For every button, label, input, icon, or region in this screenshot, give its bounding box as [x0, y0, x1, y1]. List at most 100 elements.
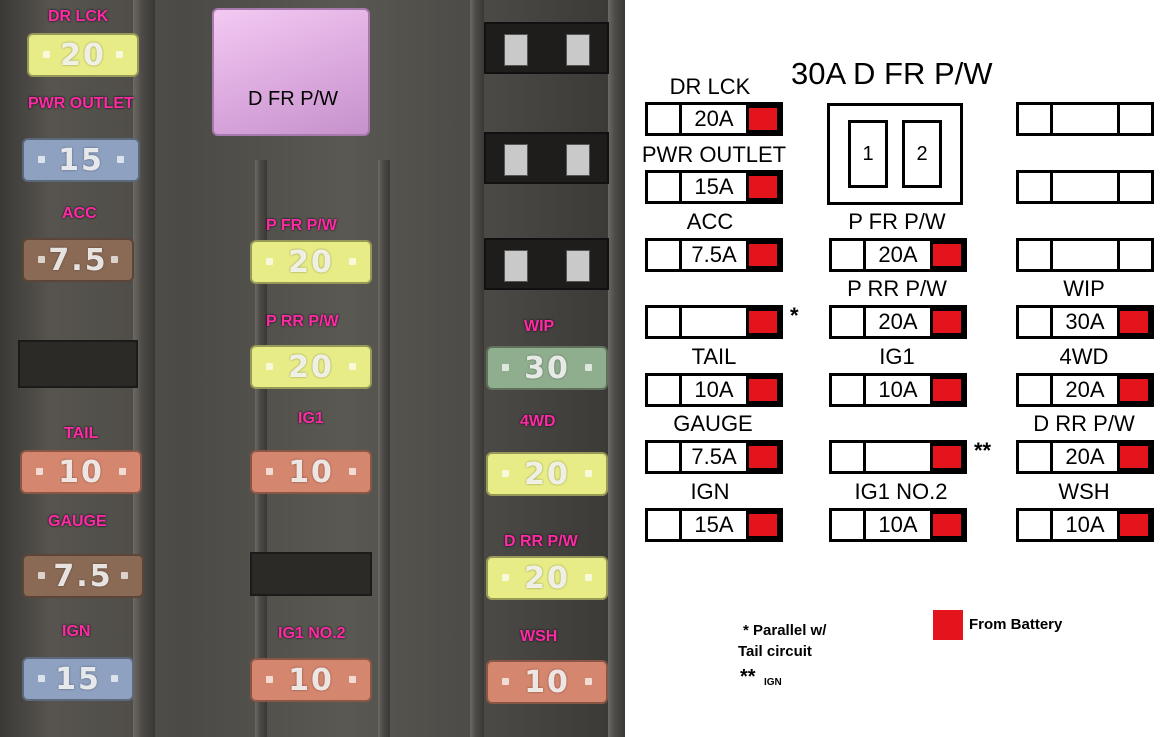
diagram-fuse-rating [866, 443, 930, 471]
diagram-title: 30A D FR P/W [791, 56, 993, 91]
diagram-fuse-label: IGN [690, 479, 730, 504]
battery-feed-marker [930, 308, 964, 336]
diagram-fuse-rating: 15A [694, 512, 734, 537]
fuse-terminal [1117, 173, 1151, 201]
photo-fuse-label-dr-lck: DR LCK [48, 8, 109, 25]
photo-fuse-label-d-rr-pw: D RR P/W [504, 533, 578, 550]
battery-feed-marker [746, 511, 780, 539]
diagram-fuse-slot: 20A [829, 305, 967, 339]
relay-socket: 1 2 [827, 103, 963, 205]
diagram-fuse-slot [1016, 102, 1154, 136]
photo-fuse-acc: 7.5 [22, 238, 134, 282]
fuse-terminal [1019, 376, 1053, 404]
note-tail-circuit: Tail circuit [738, 643, 812, 660]
photo-fuse-ign: 15 [22, 657, 134, 701]
fuse-terminal [832, 443, 866, 471]
note-double-star: ** [740, 666, 756, 688]
photo-fuse-gauge: 7.5 [22, 554, 144, 598]
diagram-fuse-label: DR LCK [669, 74, 751, 99]
diagram-fuse-slot: 20A [829, 238, 967, 272]
battery-feed-marker [930, 443, 964, 471]
photo-fuse-rating: 7.5 [48, 242, 108, 278]
photo-fuse-rating: 10 [58, 454, 104, 490]
fuse-terminal [832, 241, 866, 269]
diagram-fuse-slot: 20A [645, 102, 783, 136]
photo-fuse-label-pwr-outlet: PWR OUTLET [28, 95, 134, 112]
fuse-terminal [1117, 105, 1151, 133]
fuse-terminal [1019, 308, 1053, 336]
photo-fuse-rating: 30 [524, 350, 570, 386]
diagram-fuse-slot: 15A [645, 170, 783, 204]
fuse-terminal [1019, 105, 1053, 133]
fuse-box-rail [608, 0, 625, 737]
photo-fuse-rating: 20 [60, 37, 106, 73]
photo-fuse-label-gauge: GAUGE [48, 513, 107, 530]
diagram-fuse-slot [645, 305, 783, 339]
photo-fuse-rating: 15 [58, 142, 104, 178]
d-fr-pw-relay [212, 8, 370, 136]
fuse-terminal [648, 105, 682, 133]
fuse-terminal [648, 308, 682, 336]
diagram-fuse-label: ACC [686, 209, 734, 234]
photo-fuse-p-fr-pw: 20 [250, 240, 372, 284]
diagram-fuse-label: PWR OUTLET [641, 142, 787, 167]
diagram-fuse-rating: 10A [878, 512, 918, 537]
diagram-fuse-rating: 7.5A [691, 444, 737, 469]
battery-feed-marker [746, 308, 780, 336]
diagram-fuse-label: IG1 NO.2 [854, 479, 948, 504]
battery-feed-marker [746, 443, 780, 471]
diagram-fuse-slot: 20A [1016, 440, 1154, 474]
footnote-mark: ** [974, 438, 992, 463]
diagram-fuse-rating: 20A [878, 309, 918, 334]
fuse-box-rail [133, 0, 155, 737]
diagram-fuse-slot: 10A [645, 373, 783, 407]
battery-feed-marker [1117, 443, 1151, 471]
photo-fuse-rating: 15 [55, 661, 101, 697]
battery-feed-marker [746, 241, 780, 269]
photo-fuse-label-ig1-no2: IG1 NO.2 [278, 625, 346, 642]
battery-feed-marker [1117, 511, 1151, 539]
fuse-terminal [1019, 511, 1053, 539]
photo-fuse-wsh: 10 [486, 660, 608, 704]
photo-fuse-ig1-no2: 10 [250, 658, 372, 702]
diagram-fuse-slot: 10A [829, 508, 967, 542]
photo-fuse-rating: 10 [288, 662, 334, 698]
diagram-fuse-rating: 10A [1065, 512, 1105, 537]
relay-label: D FR P/W [248, 88, 338, 110]
footnote-mark: * [790, 303, 799, 328]
photo-fuse-rating: 10 [524, 664, 570, 700]
diagram-fuse-slot [1016, 170, 1154, 204]
empty-fuse-slot [18, 340, 138, 388]
diagram-fuse-slot: 7.5A [645, 440, 783, 474]
diagram-fuse-label: 4WD [1059, 344, 1109, 369]
battery-feed-marker [746, 173, 780, 201]
diagram-fuse-rating [1053, 105, 1117, 133]
diagram-fuse-rating: 7.5A [691, 242, 737, 267]
diagram-fuse-rating [682, 308, 746, 336]
diagram-fuse-slot: 15A [645, 508, 783, 542]
photo-fuse-p-rr-pw: 20 [250, 345, 372, 389]
diagram-fuse-label: P FR P/W [848, 209, 946, 234]
note-parallel: * Parallel w/ [743, 622, 827, 639]
photo-fuse-label-wip: WIP [524, 318, 555, 335]
fuse-terminal [832, 308, 866, 336]
battery-feed-marker [930, 376, 964, 404]
photo-fuse-dr-lck: 20 [27, 33, 139, 77]
diagram-fuse-rating: 20A [878, 242, 918, 267]
diagram-fuse-label: D RR P/W [1033, 411, 1135, 436]
legend-from-battery: From Battery [969, 616, 1063, 633]
photo-fuse-rating: 20 [524, 560, 570, 596]
from-battery-swatch [933, 610, 963, 640]
fuse-terminal [648, 173, 682, 201]
fuse-terminal [1019, 443, 1053, 471]
diagram-fuse-label: TAIL [691, 344, 737, 369]
fuse-terminal [832, 511, 866, 539]
diagram-fuse-label: WIP [1063, 276, 1105, 301]
photo-fuse-rating: 7.5 [53, 558, 113, 594]
diagram-fuse-slot: 30A [1016, 305, 1154, 339]
diagram-fuse-rating: 10A [878, 377, 918, 402]
diagram-fuse-rating: 15A [694, 174, 734, 199]
fuse-terminal [648, 241, 682, 269]
photo-fuse-label-p-fr-pw: P FR P/W [266, 217, 337, 234]
fuse-terminal [648, 511, 682, 539]
